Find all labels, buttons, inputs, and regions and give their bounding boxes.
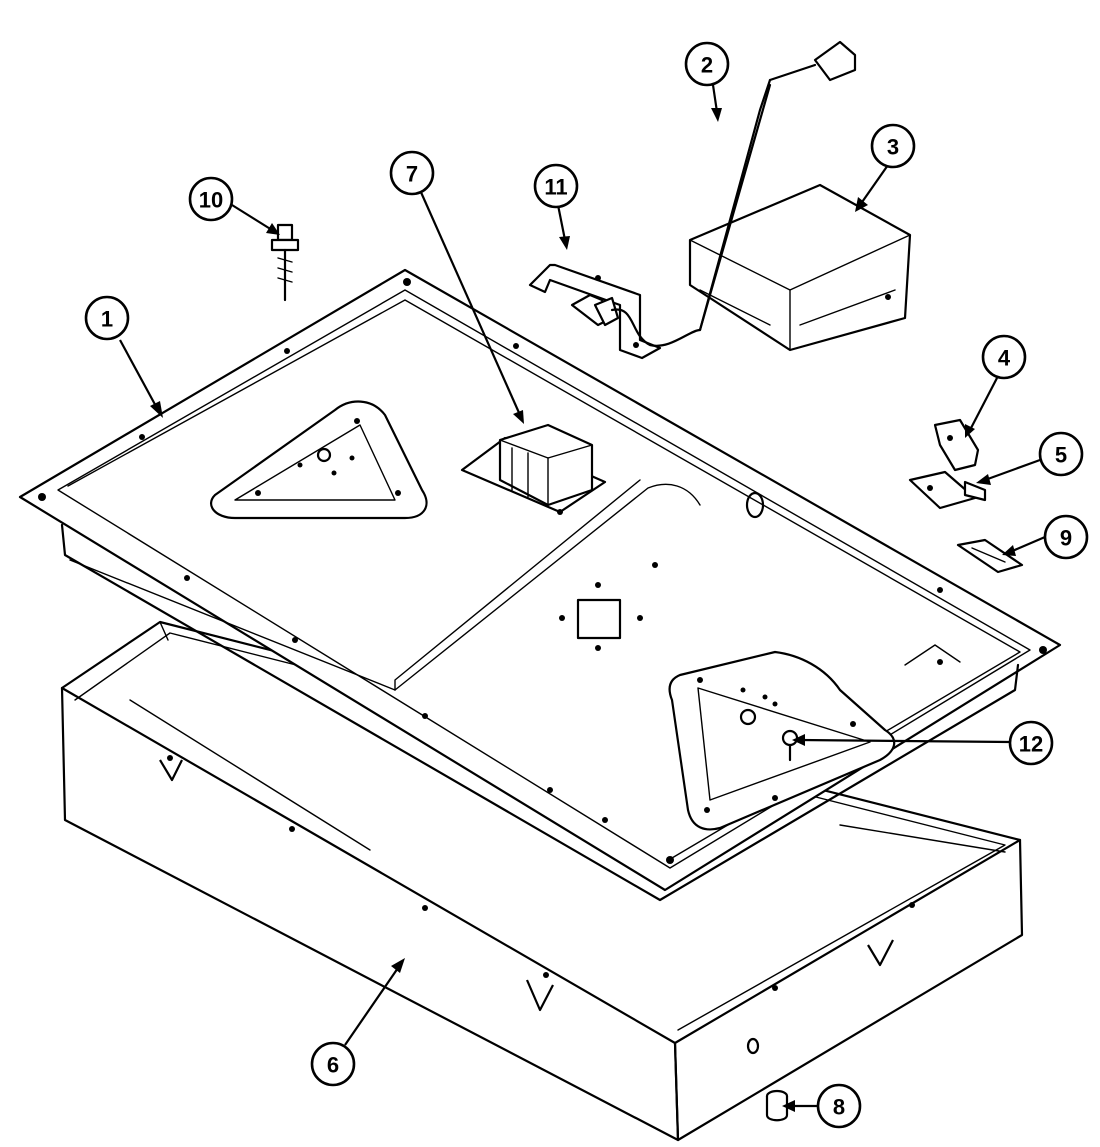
callout-2: 2: [684, 41, 730, 87]
hinge-5: [908, 470, 987, 510]
callout-3-label: 3: [887, 135, 899, 160]
callout-11: 11: [533, 163, 579, 209]
callout-4-circle: [981, 334, 1027, 380]
callout-8: 8: [816, 1083, 862, 1129]
callout-1: 1: [84, 295, 130, 341]
callout-12-label: 12: [1019, 732, 1043, 757]
callout-7-label: 7: [406, 162, 418, 187]
callout-8-circle: [816, 1083, 862, 1129]
callout-9-label: 9: [1060, 526, 1072, 551]
callout-11-label: 11: [544, 175, 567, 200]
callout-1-label: 1: [101, 307, 113, 332]
clip-9: [956, 538, 1024, 574]
callout-4: 4: [981, 334, 1027, 380]
callout-4-label: 4: [998, 346, 1011, 371]
callout-9-circle: [1043, 514, 1089, 560]
screw-10: [270, 223, 300, 302]
callout-3: 3: [870, 123, 916, 169]
callout-3-circle: [870, 123, 916, 169]
callout-12: 12: [1008, 720, 1054, 766]
callout-11-circle: [533, 163, 579, 209]
foot-8: [765, 1089, 789, 1122]
callout-10-label: 10: [199, 188, 223, 213]
base-box: [60, 620, 1024, 1142]
callout-8-label: 8: [833, 1095, 845, 1120]
callout-6-circle: [310, 1041, 356, 1087]
leader-lines: [119, 84, 1046, 1112]
cooktop-pan: [18, 268, 1062, 902]
callout-5-label: 5: [1055, 443, 1067, 468]
callout-10: 10: [188, 176, 234, 222]
terminal-block: [460, 423, 607, 515]
callout-7: 7: [389, 150, 435, 196]
power-cord-2: [570, 40, 857, 347]
callout-9: 9: [1043, 514, 1089, 560]
callout-6: 6: [310, 1041, 356, 1087]
control-box-3: [688, 183, 912, 352]
callout-7-circle: [389, 150, 435, 196]
callout-2-circle: [684, 41, 730, 87]
bracket-11: [528, 263, 662, 360]
callout-10-circle: [188, 176, 234, 222]
callout-6-label: 6: [327, 1053, 339, 1078]
callout-1-circle: [84, 295, 130, 341]
callout-2-label: 2: [701, 53, 713, 78]
callout-5-circle: [1038, 431, 1084, 477]
callout-5: 5: [1038, 431, 1084, 477]
callout-12-circle: [1008, 720, 1054, 766]
